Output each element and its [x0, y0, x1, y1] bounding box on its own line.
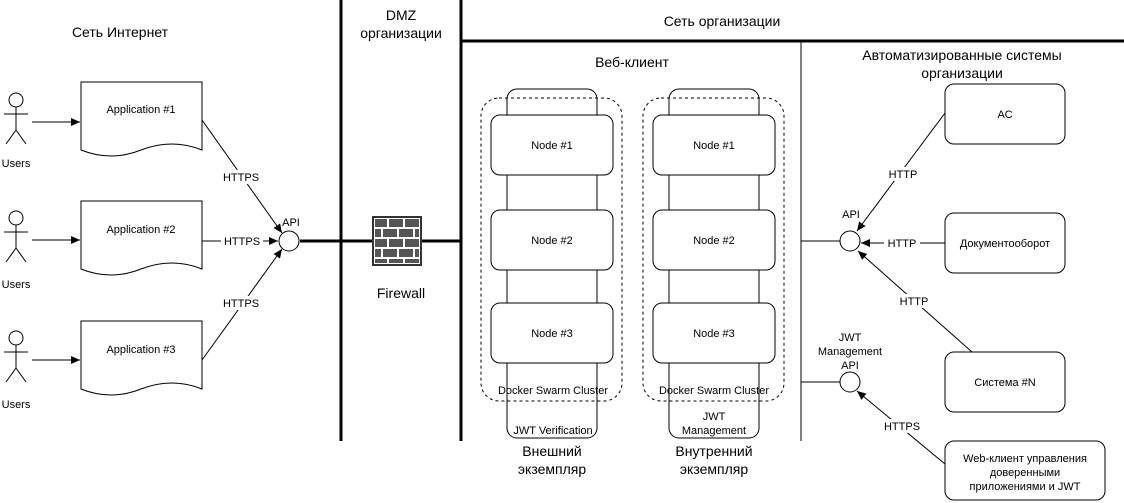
- external-docker-swarm-cluster: [480, 97, 623, 402]
- external-api-interface[interactable]: [278, 230, 300, 252]
- internal-pill-label-2: Management: [682, 425, 746, 437]
- http-label-docflow: HTTP: [888, 238, 917, 250]
- users-actor-2: Users: [2, 210, 31, 291]
- internal-api-interface[interactable]: [839, 230, 861, 252]
- node-label: Node #1: [693, 140, 735, 152]
- https-label-webmgmt: HTTPS: [884, 421, 920, 433]
- zone-dmz-title: DMZ: [386, 7, 417, 23]
- system-web-label-1: Web-клиент управления: [963, 453, 1087, 465]
- internal-api-label: API: [842, 209, 860, 221]
- system-web-label-2: доверенными: [990, 467, 1060, 479]
- node-label: Node #2: [531, 235, 573, 247]
- internal-cluster-label: Docker Swarm Cluster: [659, 385, 769, 397]
- system-web-label-3: приложениями и JWT: [970, 481, 1081, 493]
- external-node-2[interactable]: Node #2: [490, 209, 614, 271]
- internal-node-2[interactable]: Node #2: [652, 209, 776, 271]
- http-label-sysn: HTTP: [900, 296, 929, 308]
- external-node-3[interactable]: Node #3: [490, 302, 614, 364]
- external-node-1[interactable]: Node #1: [490, 114, 614, 176]
- https-label-app2: HTTPS: [224, 236, 260, 248]
- system-as-label: АС: [997, 109, 1012, 121]
- internal-instance-subtitle: экземпляр: [680, 461, 748, 477]
- application-2[interactable]: Application #2: [80, 200, 203, 276]
- internal-instance-title: Внутренний: [675, 443, 752, 459]
- node-label: Node #3: [531, 328, 573, 340]
- internal-docker-swarm-cluster: [642, 97, 785, 402]
- jwt-api-label-3: API: [841, 360, 859, 372]
- system-n-label: Система #N: [974, 377, 1035, 389]
- users-label: Users: [2, 279, 31, 291]
- node-label: Node #2: [693, 235, 735, 247]
- internal-pill-label-1: JWT: [703, 411, 726, 423]
- http-label-as: HTTP: [889, 169, 918, 181]
- jwt-management-api-interface[interactable]: [839, 371, 861, 393]
- system-jwt-web-client[interactable]: Web-клиент управления доверенными прилож…: [944, 440, 1106, 501]
- https-label-app3: HTTPS: [223, 298, 259, 310]
- external-instance-subtitle: экземпляр: [518, 461, 586, 477]
- users-label: Users: [2, 399, 31, 411]
- application-3[interactable]: Application #3: [80, 320, 203, 396]
- zone-internet-title: Сеть Интернет: [72, 24, 169, 40]
- system-as[interactable]: АС: [944, 83, 1066, 145]
- users-actor-3: Users: [2, 330, 31, 411]
- jwt-api-label-1: JWT: [839, 332, 862, 344]
- external-api-label: API: [282, 217, 300, 229]
- https-label-app1: HTTPS: [223, 172, 259, 184]
- application-1[interactable]: Application #1: [80, 81, 203, 157]
- application-3-label: Application #3: [106, 344, 175, 356]
- system-docflow-label: Документооборот: [960, 238, 1050, 250]
- users-actor-1: Users: [2, 92, 31, 170]
- external-cluster-label: Docker Swarm Cluster: [498, 385, 608, 397]
- zone-systems-subtitle: организации: [921, 65, 1003, 81]
- application-1-label: Application #1: [106, 104, 175, 116]
- external-instance-title: Внешний: [522, 443, 581, 459]
- external-pill-label: JWT Verification: [513, 425, 592, 437]
- jwt-api-label-2: Management: [818, 346, 882, 358]
- application-2-label: Application #2: [106, 224, 175, 236]
- firewall-label: Firewall: [377, 285, 425, 301]
- zone-systems-title: Автоматизированные системы: [862, 47, 1061, 63]
- node-label: Node #1: [531, 140, 573, 152]
- internal-node-3[interactable]: Node #3: [652, 302, 776, 364]
- firewall-icon: [372, 216, 422, 266]
- system-docflow[interactable]: Документооборот: [944, 212, 1066, 274]
- zone-dmz-subtitle: организации: [360, 25, 442, 41]
- zone-org-title: Сеть организации: [664, 13, 781, 29]
- node-label: Node #3: [693, 328, 735, 340]
- users-label: Users: [2, 158, 31, 170]
- internal-node-1[interactable]: Node #1: [652, 114, 776, 176]
- zone-webclient-title: Веб-клиент: [595, 54, 669, 70]
- system-n[interactable]: Система #N: [944, 351, 1066, 413]
